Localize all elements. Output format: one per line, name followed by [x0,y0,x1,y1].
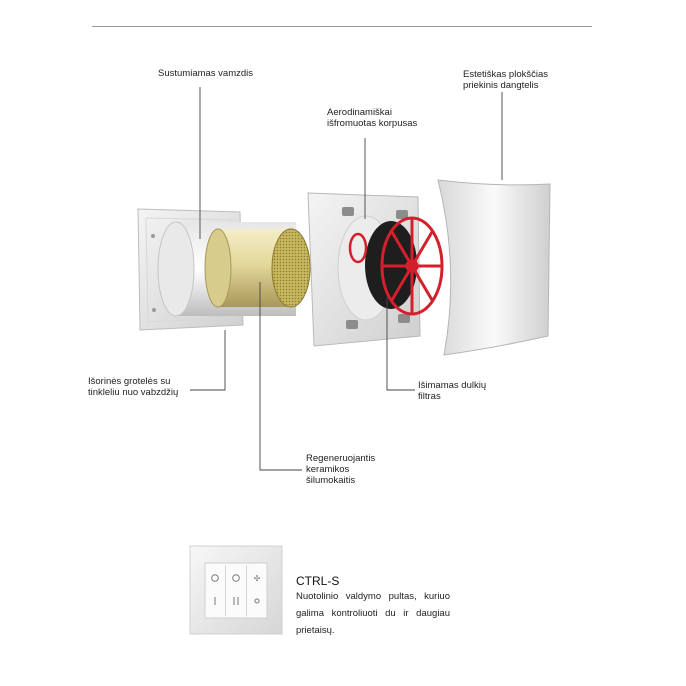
top-divider [92,26,592,27]
leader-dust-filter [386,297,415,391]
red-filter-ring [380,216,444,316]
label-dust-filter: Išimamas dulkių filtras [418,380,487,402]
leader-outer-grille [190,330,226,391]
label-front-cover: Estetiškas plokščias priekinis dangtelis [463,69,549,91]
front-cover [437,179,551,356]
label-ceramic-exchanger: Regeneruojantis keramikos šilumokaitis [306,453,376,486]
leader-lines [190,87,503,471]
switch-button-1-icon [211,574,219,582]
switch-button-2-icon [232,574,240,582]
label-outer-grille: Išorinės grotelės su tinkleliu nuo vabzd… [88,376,179,398]
ctrl-s-description: Nuotolinio valdymo pultas, kuriuo galima… [296,591,450,636]
label-aero-housing: Aerodinamiškai išfromuotas korpusas [327,107,418,129]
ctrl-s-switch: ✣ [189,545,283,635]
fan-icon: ✣ [254,574,261,583]
ceramic-heat-exchanger [204,228,311,308]
ctrl-s-title: CTRL-S [296,574,340,588]
label-telescopic-pipe: Sustumiamas vamzdis [158,68,254,79]
leader-ceramic-exchanger [259,282,302,471]
level-3-icon [254,598,260,604]
